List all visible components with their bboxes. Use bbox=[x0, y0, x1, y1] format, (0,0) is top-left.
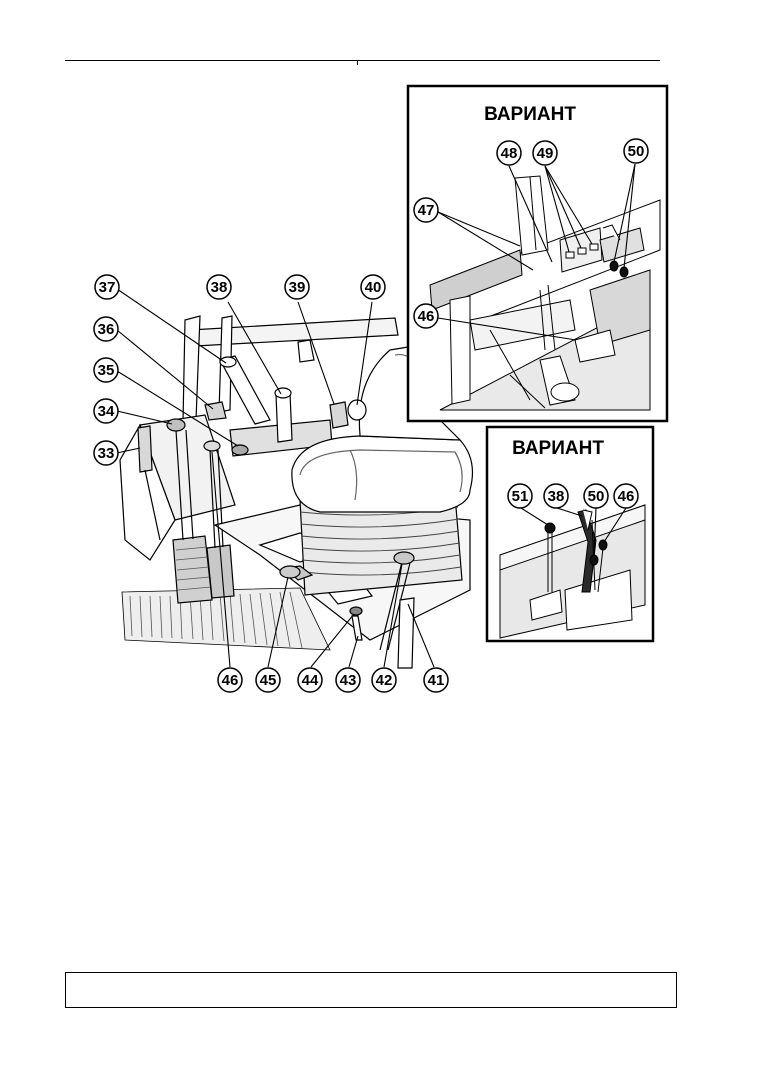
variant-bottom-leaders bbox=[520, 507, 627, 557]
svg-text:37: 37 bbox=[99, 279, 116, 296]
callout-42: 42 bbox=[371, 667, 397, 693]
callout-46: 46 bbox=[217, 667, 243, 693]
svg-text:46: 46 bbox=[222, 672, 239, 689]
variant-top-callouts: 48 49 50 47 46 bbox=[413, 138, 649, 329]
callout-46-bottom: 46 bbox=[613, 483, 639, 509]
svg-text:46: 46 bbox=[618, 488, 635, 505]
svg-text:46: 46 bbox=[418, 308, 435, 325]
svg-text:42: 42 bbox=[376, 672, 393, 689]
variant-bottom-illustration bbox=[499, 504, 646, 639]
svg-text:38: 38 bbox=[548, 488, 565, 505]
svg-text:44: 44 bbox=[302, 672, 319, 689]
header-rule bbox=[65, 60, 660, 65]
main-callouts: 37 38 39 40 36 35 34 33 46 45 44 43 42 4… bbox=[93, 274, 449, 693]
callout-50-bottom: 50 bbox=[583, 483, 609, 509]
svg-text:39: 39 bbox=[289, 279, 306, 296]
svg-text:36: 36 bbox=[98, 321, 115, 338]
callout-37: 37 bbox=[94, 274, 120, 300]
callout-47: 47 bbox=[413, 197, 439, 223]
svg-text:40: 40 bbox=[365, 279, 382, 296]
svg-text:51: 51 bbox=[512, 488, 529, 505]
callout-41: 41 bbox=[423, 667, 449, 693]
callout-38-bottom: 38 bbox=[543, 483, 569, 509]
callout-40: 40 bbox=[360, 274, 386, 300]
callout-36: 36 bbox=[93, 316, 119, 342]
svg-text:45: 45 bbox=[260, 672, 277, 689]
callout-50: 50 bbox=[623, 138, 649, 164]
svg-text:35: 35 bbox=[98, 362, 115, 379]
main-leader-lines bbox=[116, 288, 435, 668]
svg-text:43: 43 bbox=[340, 672, 357, 689]
svg-text:50: 50 bbox=[588, 488, 605, 505]
svg-text:49: 49 bbox=[537, 145, 554, 162]
callout-45: 45 bbox=[255, 667, 281, 693]
callout-39: 39 bbox=[284, 274, 310, 300]
callout-49: 49 bbox=[532, 140, 558, 166]
svg-text:50: 50 bbox=[628, 143, 645, 160]
svg-text:41: 41 bbox=[428, 672, 445, 689]
variant-top-illustration bbox=[429, 175, 661, 411]
variant-panel-top: ВАРИАНТ bbox=[406, 84, 669, 423]
variant-bottom-title: ВАРИАНТ bbox=[512, 438, 604, 459]
callout-35: 35 bbox=[93, 357, 119, 383]
callout-48: 48 bbox=[496, 140, 522, 166]
callout-38: 38 bbox=[206, 274, 232, 300]
callout-46-top: 46 bbox=[413, 303, 439, 329]
variant-top-title: ВАРИАНТ bbox=[484, 104, 576, 125]
callout-34: 34 bbox=[93, 398, 119, 424]
variant-top-leaders bbox=[437, 163, 636, 341]
footer-box bbox=[65, 972, 677, 1008]
callout-51: 51 bbox=[507, 483, 533, 509]
svg-text:48: 48 bbox=[501, 145, 518, 162]
variant-bottom-callouts: 51 38 50 46 bbox=[507, 483, 639, 509]
svg-text:34: 34 bbox=[98, 403, 115, 420]
callout-44: 44 bbox=[297, 667, 323, 693]
svg-text:38: 38 bbox=[211, 279, 228, 296]
svg-text:33: 33 bbox=[98, 445, 115, 462]
callout-43: 43 bbox=[335, 667, 361, 693]
variant-panel-bottom: ВАРИАНТ 51 38 5 bbox=[485, 425, 655, 643]
callout-33: 33 bbox=[93, 440, 119, 466]
svg-text:47: 47 bbox=[418, 202, 435, 219]
